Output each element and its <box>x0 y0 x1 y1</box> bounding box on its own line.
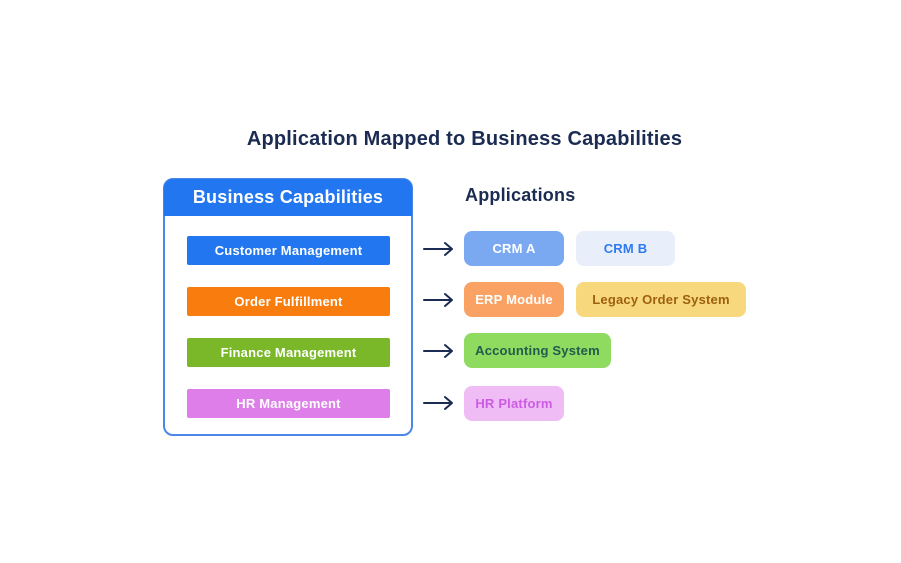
arrow-right-icon <box>423 242 453 256</box>
business-capabilities-header: Business Capabilities <box>164 179 412 216</box>
arrow-right-icon <box>423 293 453 307</box>
app-erp-module: ERP Module <box>464 282 564 317</box>
business-capabilities-panel: Business Capabilities Customer Managemen… <box>163 178 413 436</box>
app-legacy-order-system: Legacy Order System <box>576 282 746 317</box>
app-hr-platform: HR Platform <box>464 386 564 421</box>
capability-order-fulfillment: Order Fulfillment <box>187 287 390 316</box>
capability-hr-management: HR Management <box>187 389 390 418</box>
arrow-right-icon <box>423 396 453 410</box>
applications-header: Applications <box>465 185 576 205</box>
diagram-title: Application Mapped to Business Capabilit… <box>246 128 683 150</box>
app-accounting-system: Accounting System <box>464 333 611 368</box>
capability-finance-management: Finance Management <box>187 338 390 367</box>
arrow-right-icon <box>423 344 453 358</box>
app-crm-a: CRM A <box>464 231 564 266</box>
capability-customer-management: Customer Management <box>187 236 390 265</box>
app-crm-b: CRM B <box>576 231 675 266</box>
